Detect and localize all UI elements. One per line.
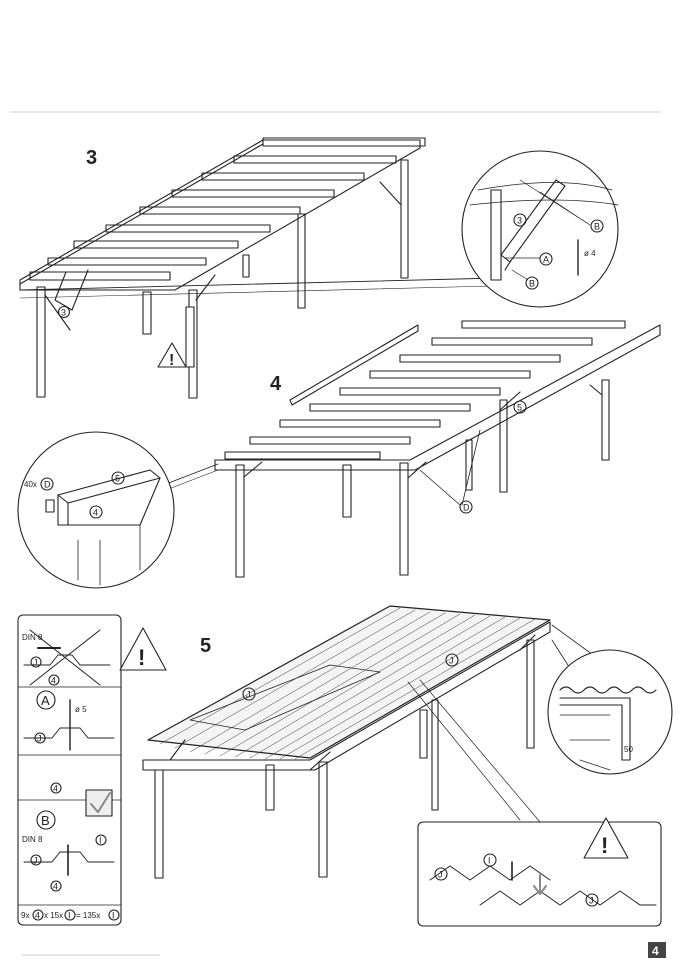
step4-detail-labels: 40x D 5 4 bbox=[24, 471, 125, 519]
warning-icon: ! bbox=[583, 817, 629, 859]
svg-text:I: I bbox=[99, 836, 102, 846]
step3-detail-circle bbox=[461, 150, 619, 308]
svg-text:J: J bbox=[246, 690, 251, 700]
svg-text:J: J bbox=[33, 658, 38, 668]
svg-text:I: I bbox=[68, 911, 71, 921]
step5-callouts: J J bbox=[242, 653, 459, 701]
svg-text:I: I bbox=[112, 911, 115, 921]
svg-text:4: 4 bbox=[35, 911, 40, 921]
svg-text:40x: 40x bbox=[24, 480, 37, 489]
step3-callout-3: 3 bbox=[57, 305, 71, 319]
svg-text:J: J bbox=[37, 734, 42, 744]
svg-text:A: A bbox=[543, 255, 549, 265]
svg-text:4: 4 bbox=[53, 882, 58, 892]
step5-carport-roof bbox=[142, 605, 601, 879]
svg-text:x 15x: x 15x bbox=[44, 911, 63, 920]
checkmark-icon bbox=[85, 789, 113, 817]
svg-text:3: 3 bbox=[61, 308, 66, 318]
page-number-badge: 4 bbox=[648, 942, 666, 958]
svg-text:A: A bbox=[41, 693, 50, 708]
svg-text:B: B bbox=[529, 279, 535, 289]
step5-fixing-panel: DIN 8 J 4 A ø 5 J 4 ! B DIN 8 bbox=[17, 614, 167, 926]
svg-text:J: J bbox=[438, 870, 443, 880]
svg-text:!: ! bbox=[138, 645, 145, 670]
svg-text:J: J bbox=[33, 856, 38, 866]
step4-detail-circle bbox=[17, 431, 175, 589]
svg-text:= 135x: = 135x bbox=[76, 911, 100, 920]
svg-text:D: D bbox=[463, 503, 470, 513]
svg-text:ø 5: ø 5 bbox=[75, 705, 87, 714]
svg-text:D: D bbox=[44, 480, 51, 490]
svg-text:9x: 9x bbox=[21, 911, 29, 920]
step3-number: 3 bbox=[86, 147, 97, 169]
svg-text:J: J bbox=[589, 896, 594, 906]
svg-text:5: 5 bbox=[115, 474, 120, 484]
svg-text:DIN 8: DIN 8 bbox=[22, 633, 43, 642]
svg-text:B: B bbox=[594, 222, 600, 232]
warning-icon: ! bbox=[157, 342, 187, 369]
warning-icon: ! bbox=[119, 627, 167, 671]
svg-text:B: B bbox=[41, 813, 50, 828]
svg-text:I: I bbox=[488, 856, 491, 866]
svg-text:J: J bbox=[449, 656, 454, 666]
step4-carport-frame bbox=[165, 320, 661, 578]
step5-number: 5 bbox=[200, 635, 211, 657]
svg-text:!: ! bbox=[169, 352, 174, 369]
svg-text:DIN 8: DIN 8 bbox=[22, 835, 43, 844]
step4-callouts: D 5 bbox=[459, 400, 527, 514]
svg-text:4: 4 bbox=[652, 944, 659, 958]
step4-number: 4 bbox=[270, 373, 282, 395]
svg-text:4: 4 bbox=[53, 784, 58, 794]
step3-carport-frame bbox=[19, 137, 498, 399]
svg-text:4: 4 bbox=[51, 676, 56, 686]
svg-text:!: ! bbox=[601, 833, 608, 858]
svg-text:4: 4 bbox=[93, 508, 98, 518]
step5-profile-panel: I J J ! bbox=[417, 817, 662, 927]
svg-text:ø 4: ø 4 bbox=[584, 249, 596, 258]
svg-text:3: 3 bbox=[517, 216, 522, 226]
svg-text:5: 5 bbox=[517, 403, 522, 413]
step3-detail-labels: 3 B A B ø 4 bbox=[513, 213, 604, 290]
svg-text:50: 50 bbox=[624, 745, 633, 754]
step5-corner-detail: 50 bbox=[547, 649, 673, 775]
